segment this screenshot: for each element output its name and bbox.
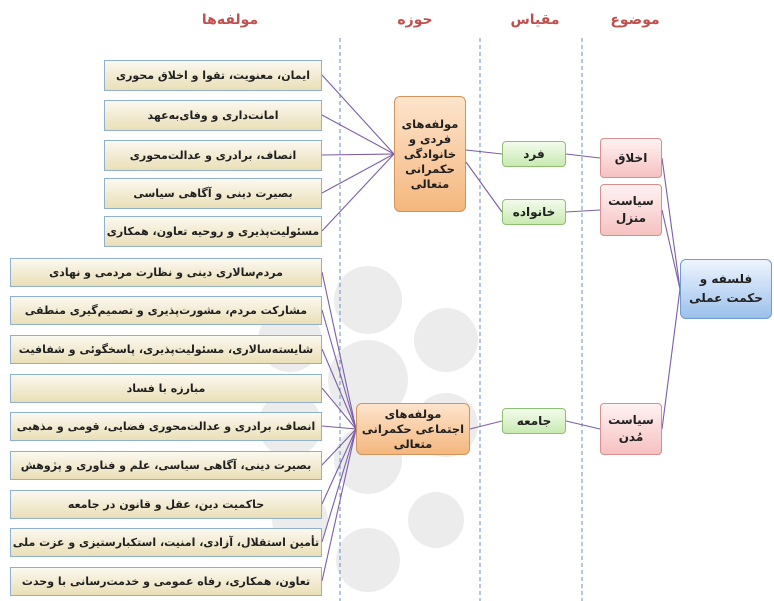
connector-line: [321, 428, 357, 466]
subject-box-ethics: اخلاق: [600, 138, 662, 178]
connector-line: [321, 74, 395, 155]
domain-box-individual: مولفه‌های فردی و خانوادگی حکمرانی متعالی: [394, 96, 466, 212]
connector-line: [565, 420, 601, 430]
connector-line: [321, 387, 357, 430]
connector-line: [321, 153, 395, 194]
component-box: بصیرت دینی، آگاهی سیاسی، علم و فناوری و …: [10, 451, 322, 480]
connector-line: [465, 161, 503, 213]
component-box: انصاف، برادری و عدالت‌محوری: [104, 140, 322, 171]
connector-line: [321, 114, 395, 155]
component-box: تأمین استقلال، آزادی، امنیت، استکبارستیز…: [10, 528, 322, 557]
subject-box-civic: سیاست مُدن: [600, 403, 662, 455]
connector-line: [465, 149, 503, 155]
component-box: ایمان، معنویت، تقوا و اخلاق محوری: [104, 60, 322, 91]
connector-line: [661, 157, 681, 290]
header-subject: موضوع: [610, 12, 660, 28]
header-domain: حوزه: [397, 12, 433, 28]
connector-line: [661, 209, 681, 290]
connector-line: [565, 209, 601, 213]
component-box: مردم‌سالاری دینی و نظارت مردمی و نهادی: [10, 258, 322, 287]
connector-line: [469, 420, 503, 430]
connector-line: [321, 428, 357, 505]
component-box: تعاون، همکاری، رفاه عمومی و خدمت‌رسانی ب…: [10, 567, 322, 596]
component-box: انصاف، برادری و عدالت‌محوری فضایی، قومی …: [10, 412, 322, 441]
connector-line: [321, 348, 357, 430]
connector-line: [321, 153, 395, 156]
connector-line: [321, 153, 395, 232]
header-scale: مقیاس: [510, 12, 560, 28]
scale-box-society: جامعه: [502, 408, 566, 434]
component-box: امانت‌داری و وفای‌به‌عهد: [104, 100, 322, 131]
component-box: مبارزه با فساد: [10, 374, 322, 403]
component-box: مشارکت مردم، مشورت‌پذیری و تصمیم‌گیری من…: [10, 296, 322, 325]
root-box: فلسفه و حکمت عملی: [680, 259, 772, 319]
connector-line: [321, 425, 357, 430]
component-box: حاکمیت دین، عقل و قانون در جامعه: [10, 490, 322, 519]
connector-line: [321, 309, 357, 430]
connector-line: [321, 428, 357, 543]
header-components: مولفه‌ها: [201, 12, 259, 28]
scale-box-family: خانواده: [502, 199, 566, 225]
subject-box-household: سیاست منزل: [600, 184, 662, 236]
component-box: بصیرت دینی و آگاهی سیاسی: [104, 178, 322, 209]
connector-line: [565, 153, 601, 159]
connector-line: [661, 288, 681, 430]
component-box: مسئولیت‌پذیری و روحیه تعاون، همکاری: [104, 216, 322, 247]
scale-box-individual: فرد: [502, 141, 566, 167]
domain-box-social: مولفه‌های اجتماعی حکمرانی متعالی: [356, 403, 470, 455]
component-box: شایسته‌سالاری، مسئولیت‌پذیری، پاسخگوئی و…: [10, 335, 322, 364]
connector-line: [321, 271, 357, 430]
connector-line: [321, 428, 357, 582]
